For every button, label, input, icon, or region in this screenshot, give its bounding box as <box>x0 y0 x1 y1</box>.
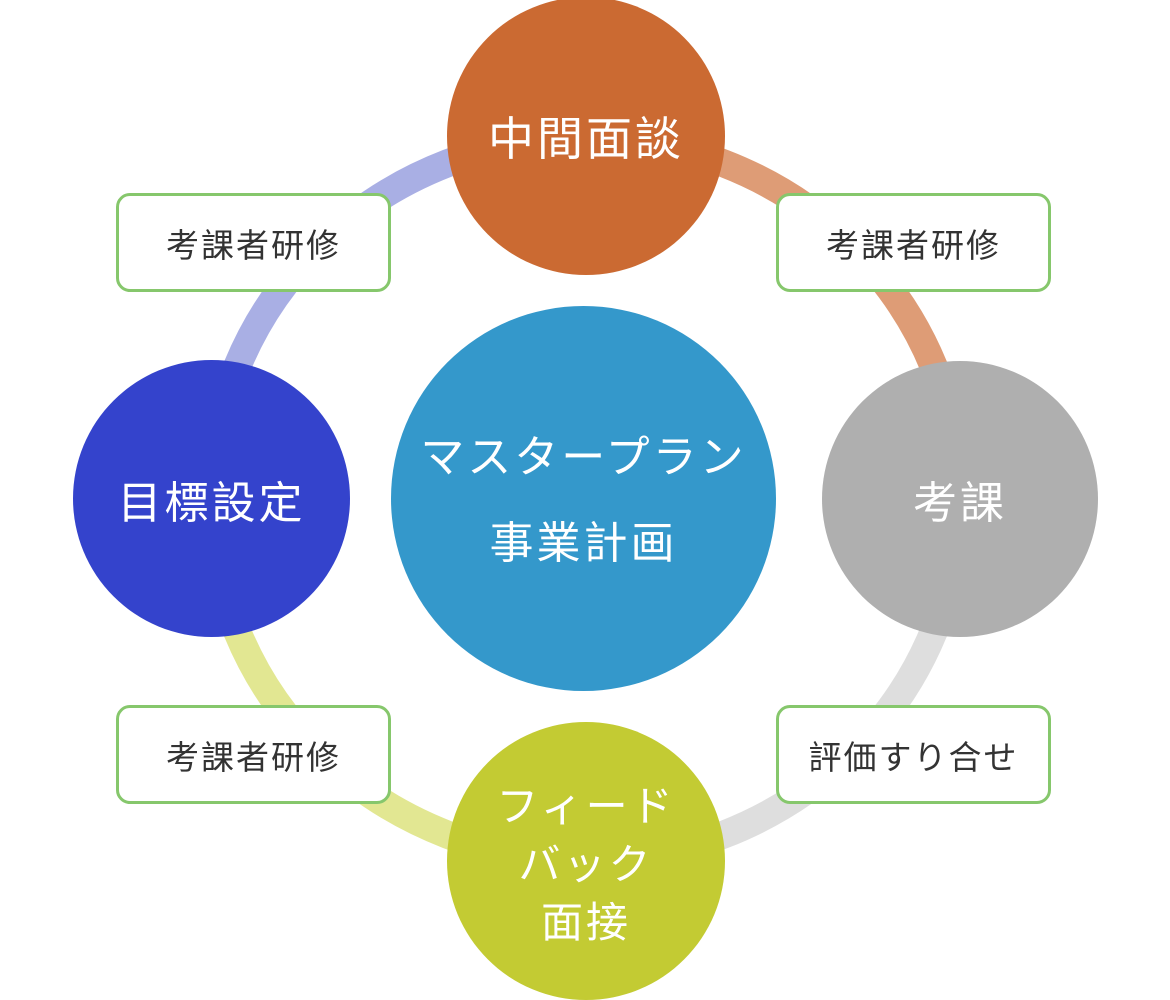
node-goal-setting: 目標設定 <box>73 360 350 637</box>
tag-bottom-right: 評価すり合せ <box>776 705 1051 804</box>
node-feedback-interview: フィード バック 面接 <box>447 722 725 1000</box>
tag-top-left-label: 考課者研修 <box>166 225 341 265</box>
node-master-plan: マスタープラン 事業計画 <box>391 306 776 691</box>
node-interim-interview-label: 中間面談 <box>488 112 684 166</box>
node-appraisal-label: 考課 <box>913 478 1007 529</box>
master-plan-line2: 事業計画 <box>489 517 678 569</box>
node-interim-interview: 中間面談 <box>447 0 725 275</box>
node-goal-setting-label: 目標設定 <box>117 477 306 529</box>
tag-bottom-left-label: 考課者研修 <box>166 737 341 777</box>
node-feedback-line2: バック <box>518 840 654 889</box>
node-appraisal: 考課 <box>822 361 1098 637</box>
node-feedback-line3: 面接 <box>540 898 631 947</box>
tag-top-right: 考課者研修 <box>776 193 1051 292</box>
master-plan-line1: マスタープラン <box>420 431 747 483</box>
tag-bottom-right-label: 評価すり合せ <box>808 737 1019 777</box>
tag-top-right-label: 考課者研修 <box>826 225 1001 265</box>
tag-bottom-left: 考課者研修 <box>116 705 391 804</box>
node-feedback-line1: フィード <box>496 782 676 831</box>
tag-top-left: 考課者研修 <box>116 193 391 292</box>
